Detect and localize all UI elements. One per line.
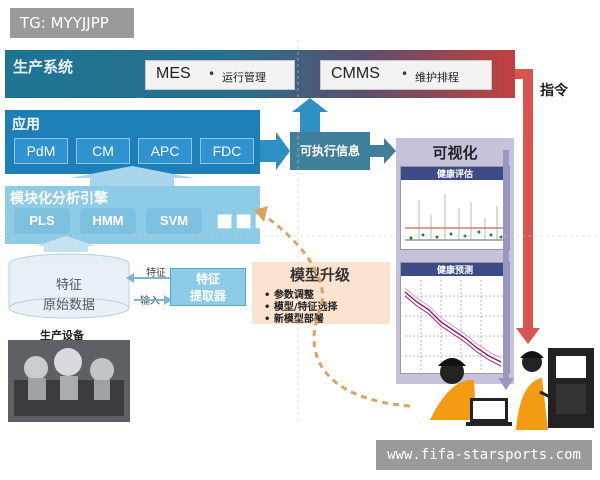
feedback-arrowhead — [254, 206, 268, 222]
arrowhead-left — [126, 273, 134, 283]
arrowhead-right — [164, 295, 172, 305]
cmms-box[interactable]: CMMS • 维护排程 — [320, 60, 492, 90]
bullet-icon: • — [401, 67, 409, 81]
vis-down-arrowhead — [498, 378, 514, 390]
health-prediction-chart: 健康预测 — [400, 262, 510, 374]
upgrade-item: • 模型/特征选择 — [264, 302, 338, 313]
grid-lines — [405, 280, 505, 370]
tag-label: TG: MYYJJPP — [10, 8, 134, 38]
extractor-line1: 特征 — [195, 272, 220, 286]
exec-to-vis-arrow — [370, 138, 396, 164]
analysis-engine-title: 模块化分析引擎 — [10, 191, 108, 207]
model-upgrade-title: 模型升级 — [290, 266, 351, 284]
prediction-line-c — [404, 287, 502, 359]
engine-to-app-arrow — [70, 166, 194, 186]
bullet-icon: • — [208, 67, 216, 81]
operator-computer-icon — [430, 358, 512, 426]
executable-info-box: 可执行信息 — [290, 132, 370, 170]
feature-extractor-box[interactable]: 特征 提取器 — [170, 268, 246, 306]
mes-box[interactable]: MES • 运行管理 — [145, 60, 295, 90]
store-raw-data-label: 原始数据 — [42, 298, 95, 313]
store-feature-label: 特征 — [55, 278, 82, 293]
worker-machine-icon — [516, 348, 594, 430]
health-assessment-title: 健康评估 — [401, 167, 509, 180]
production-system-title: 生产系统 — [13, 58, 74, 76]
mes-name: MES — [156, 65, 191, 82]
prediction-line-b — [404, 295, 502, 367]
more-models-indicator: ■■■ — [216, 210, 274, 231]
app-to-exec-arrow — [260, 132, 290, 170]
app-button-cm[interactable]: CM — [76, 138, 130, 164]
app-button-apc[interactable]: APC — [138, 138, 192, 164]
extractor-line2: 提取器 — [189, 289, 226, 303]
watermark-url: www.fifa-starsports.com — [376, 440, 592, 470]
upgrade-item: • 参数调整 — [264, 290, 314, 301]
flow-feature-label: 特征 — [146, 268, 166, 279]
feedback-dashed-curve — [261, 212, 411, 408]
application-title: 应用 — [12, 117, 40, 133]
cmms-desc: 维护排程 — [415, 71, 459, 84]
data-points — [409, 230, 503, 240]
command-arrowhead — [516, 328, 540, 344]
cmms-name: CMMS — [331, 65, 380, 82]
app-button-fdc[interactable]: FDC — [200, 138, 254, 164]
health-prediction-title: 健康预测 — [401, 263, 509, 276]
prediction-line-a — [404, 291, 502, 363]
command-label: 指令 — [540, 83, 568, 99]
exec-to-production-arrow — [292, 98, 328, 132]
engine-button-hmm[interactable]: HMM — [80, 208, 136, 234]
health-assessment-chart: 健康评估 — [400, 166, 510, 250]
store-to-engine-arrow — [36, 236, 96, 252]
data-store-cylinder — [8, 253, 130, 319]
flow-input-label: 输入 — [140, 296, 160, 307]
upgrade-item: • 新模型部署 — [264, 314, 324, 325]
device-label: 生产设备 — [40, 329, 84, 342]
engine-button-pls[interactable]: PLS — [14, 208, 70, 234]
mes-desc: 运行管理 — [222, 71, 266, 84]
command-arrow-top — [515, 69, 533, 100]
app-button-pdm[interactable]: PdM — [14, 138, 68, 164]
visualization-title: 可视化 — [432, 144, 478, 162]
health-assessment-plot — [405, 194, 505, 241]
engine-button-svm[interactable]: SVM — [146, 208, 202, 234]
production-equipment-image — [8, 340, 130, 422]
health-prediction-plot — [404, 280, 505, 370]
spike-lines — [418, 194, 498, 240]
